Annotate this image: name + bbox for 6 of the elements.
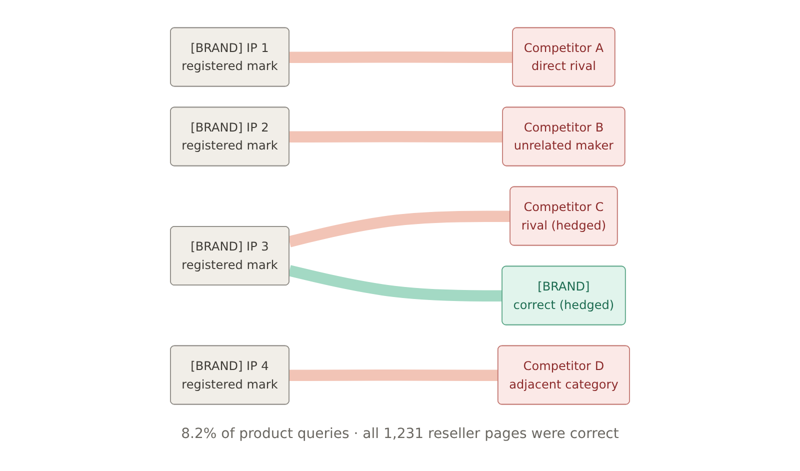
caption: 8.2% of product queries · all 1,231 reseller pages were correct <box>181 426 619 442</box>
connector <box>288 210 510 248</box>
connector <box>289 131 504 143</box>
connector <box>288 265 502 302</box>
connector <box>289 370 498 382</box>
connector <box>289 52 514 63</box>
